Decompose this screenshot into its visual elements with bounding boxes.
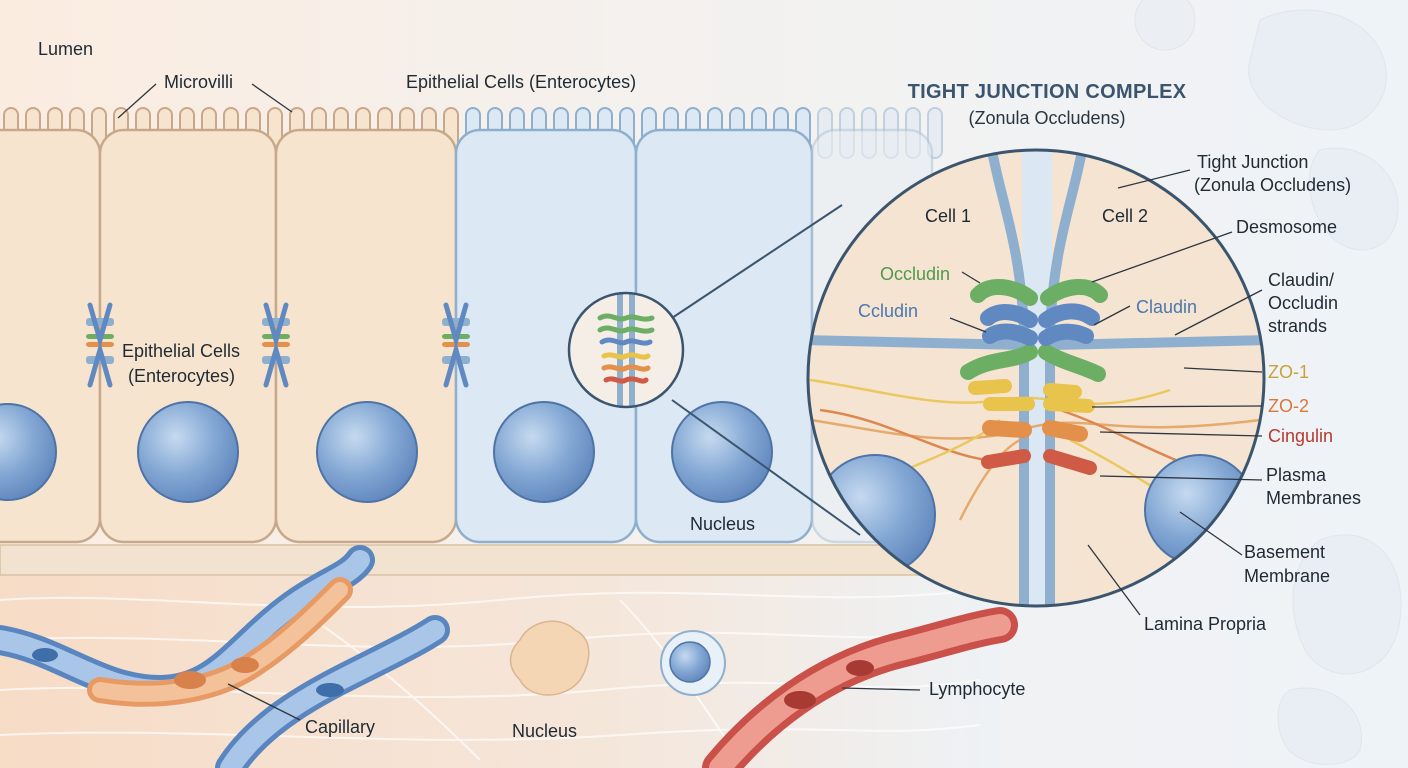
zoom-line-bottom [671,399,861,536]
occludin-label: Occludin [880,264,950,284]
plasma-callout: Plasma [1266,465,1327,485]
tissue-nucleus-label: Nucleus [512,721,577,741]
junction-marker [86,356,114,364]
ccludin-label: Ccludin [858,301,918,321]
basement-membrane-band [0,544,961,576]
lumen-label: Lumen [38,39,93,59]
small-magnifier [567,291,685,409]
junction-markers [86,302,470,388]
inset-title: TIGHT JUNCTION COMPLEX [908,81,1187,103]
junction-marker [442,356,470,364]
inset-subtitle: (Zonula Occludens) [968,108,1125,128]
lymphocyte-label: Lymphocyte [929,679,1025,699]
background-cells [1134,0,1402,765]
capillary-label: Capillary [305,717,375,737]
strands-callout: strands [1268,316,1327,336]
zonula-occludens-callout: (Zonula Occludens) [1194,175,1351,195]
basement-callout: Basement [1244,542,1325,562]
basement-membrane-callout: Membrane [1244,566,1330,586]
tight-junction-callout: Tight Junction [1197,152,1308,172]
claudin-strands-callout: Claudin/ [1268,270,1334,290]
cell-2-label: Cell 2 [1102,206,1148,226]
enterocytes-mid-label: (Enterocytes) [128,366,235,386]
capillary-vessels [0,545,1018,768]
junction-marker [262,318,290,326]
nuclei [0,401,773,503]
tissue-cell [509,620,590,696]
occludin-strands-callout: Occludin [1268,293,1338,313]
epithelial-cells-top-label: Epithelial Cells (Enterocytes) [406,72,636,92]
epithelial-cells-mid-label: Epithelial Cells [122,341,240,361]
cell-nucleus-label: Nucleus [690,514,755,534]
junction-marker-arms [87,302,113,388]
membranes-callout: Membranes [1266,488,1361,508]
lymphocyte-nucleus [669,641,711,683]
microvilli-label: Microvilli [164,72,233,92]
junction-marker-arms [443,302,469,388]
junction-marker [86,318,114,326]
cingulin-callout: Cingulin [1268,426,1333,446]
lamina-propria-callout: Lamina Propria [1144,614,1267,634]
zo2-callout: ZO-2 [1268,396,1309,416]
desmosome-callout: Desmosome [1236,217,1337,237]
claudin-label: Claudin [1136,297,1197,317]
zo1-callout: ZO-1 [1268,362,1309,382]
junction-marker [442,318,470,326]
leader-lines [117,83,1263,721]
zoom-line-top [671,204,843,319]
cell-1-label: Cell 1 [925,206,971,226]
junction-marker [262,356,290,364]
junction-marker-arms [263,302,289,388]
tight-junction-inset [806,148,1266,608]
